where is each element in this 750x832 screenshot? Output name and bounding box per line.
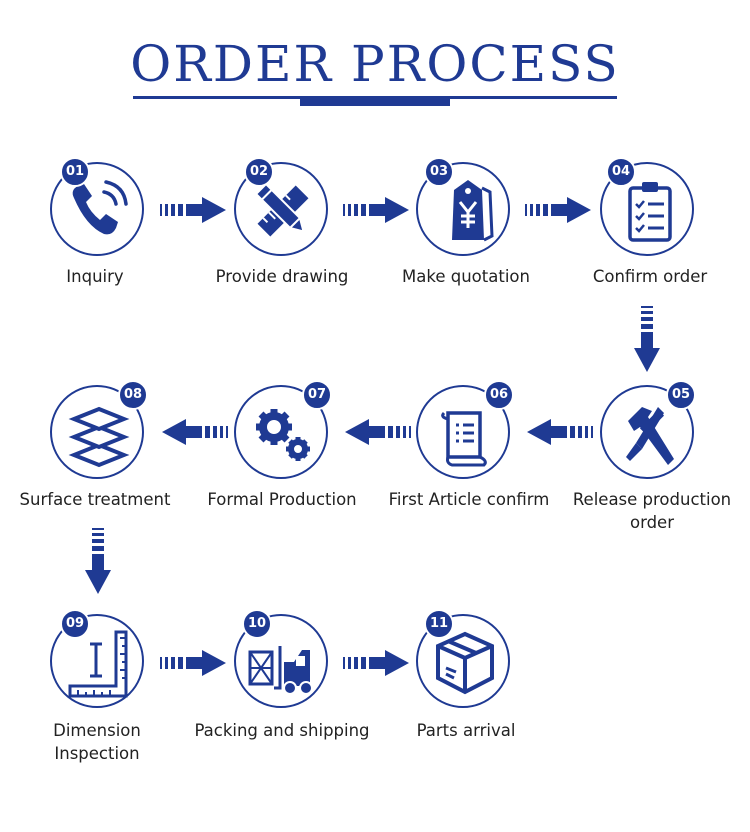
layers-icon [68,406,130,468]
arrow-right [343,197,409,223]
step-number-badge: 11 [424,609,454,639]
forklift-icon [248,646,313,695]
arrow-right [160,197,226,223]
step-label: Release production order [572,490,732,532]
arrow-down [634,306,660,372]
step-number-badge: 05 [666,380,696,410]
step-label: Confirm order [592,267,708,286]
arrow-down [85,528,111,594]
step-number-badge: 09 [60,609,90,639]
hammer-screwdriver-icon [626,407,674,465]
step-number-badge: 04 [606,157,636,187]
price-tag-icon [452,180,494,242]
arrow-right [525,197,591,223]
step-label: First Article confirm [388,490,550,509]
step-number-badge: 10 [242,609,272,639]
arrow-right [160,650,226,676]
step-label: Formal Production [207,490,357,509]
step-label: Make quotation [402,267,530,286]
arrow-right [343,650,409,676]
page-title: ORDER PROCESS [130,35,620,93]
step-circle [600,385,694,479]
phone-icon [72,180,128,235]
clipboard-checklist-icon [628,182,672,242]
step-label: Inquiry [66,267,124,286]
step-number-badge: 01 [60,157,90,187]
scroll-document-icon [441,411,487,467]
step-number-badge: 07 [302,380,332,410]
step-label: Packing and shipping [194,721,370,740]
arrow-left [162,419,228,445]
package-box-icon [436,631,494,695]
arrow-left [527,419,593,445]
step-number-badge: 03 [424,157,454,187]
pencil-ruler-icon [254,182,309,237]
step-label: Provide drawing [215,267,349,286]
step-label: Dimension Inspection [53,721,141,763]
gears-icon [256,409,310,461]
step-number-badge: 08 [118,380,148,410]
arrow-left [345,419,411,445]
step-label: Parts arrival [416,721,516,740]
title-underline-bar [300,96,450,106]
step-number-badge: 02 [244,157,274,187]
step-number-badge: 06 [484,380,514,410]
measuring-square-icon [68,630,128,698]
step-label: Surface treatment [19,490,171,509]
